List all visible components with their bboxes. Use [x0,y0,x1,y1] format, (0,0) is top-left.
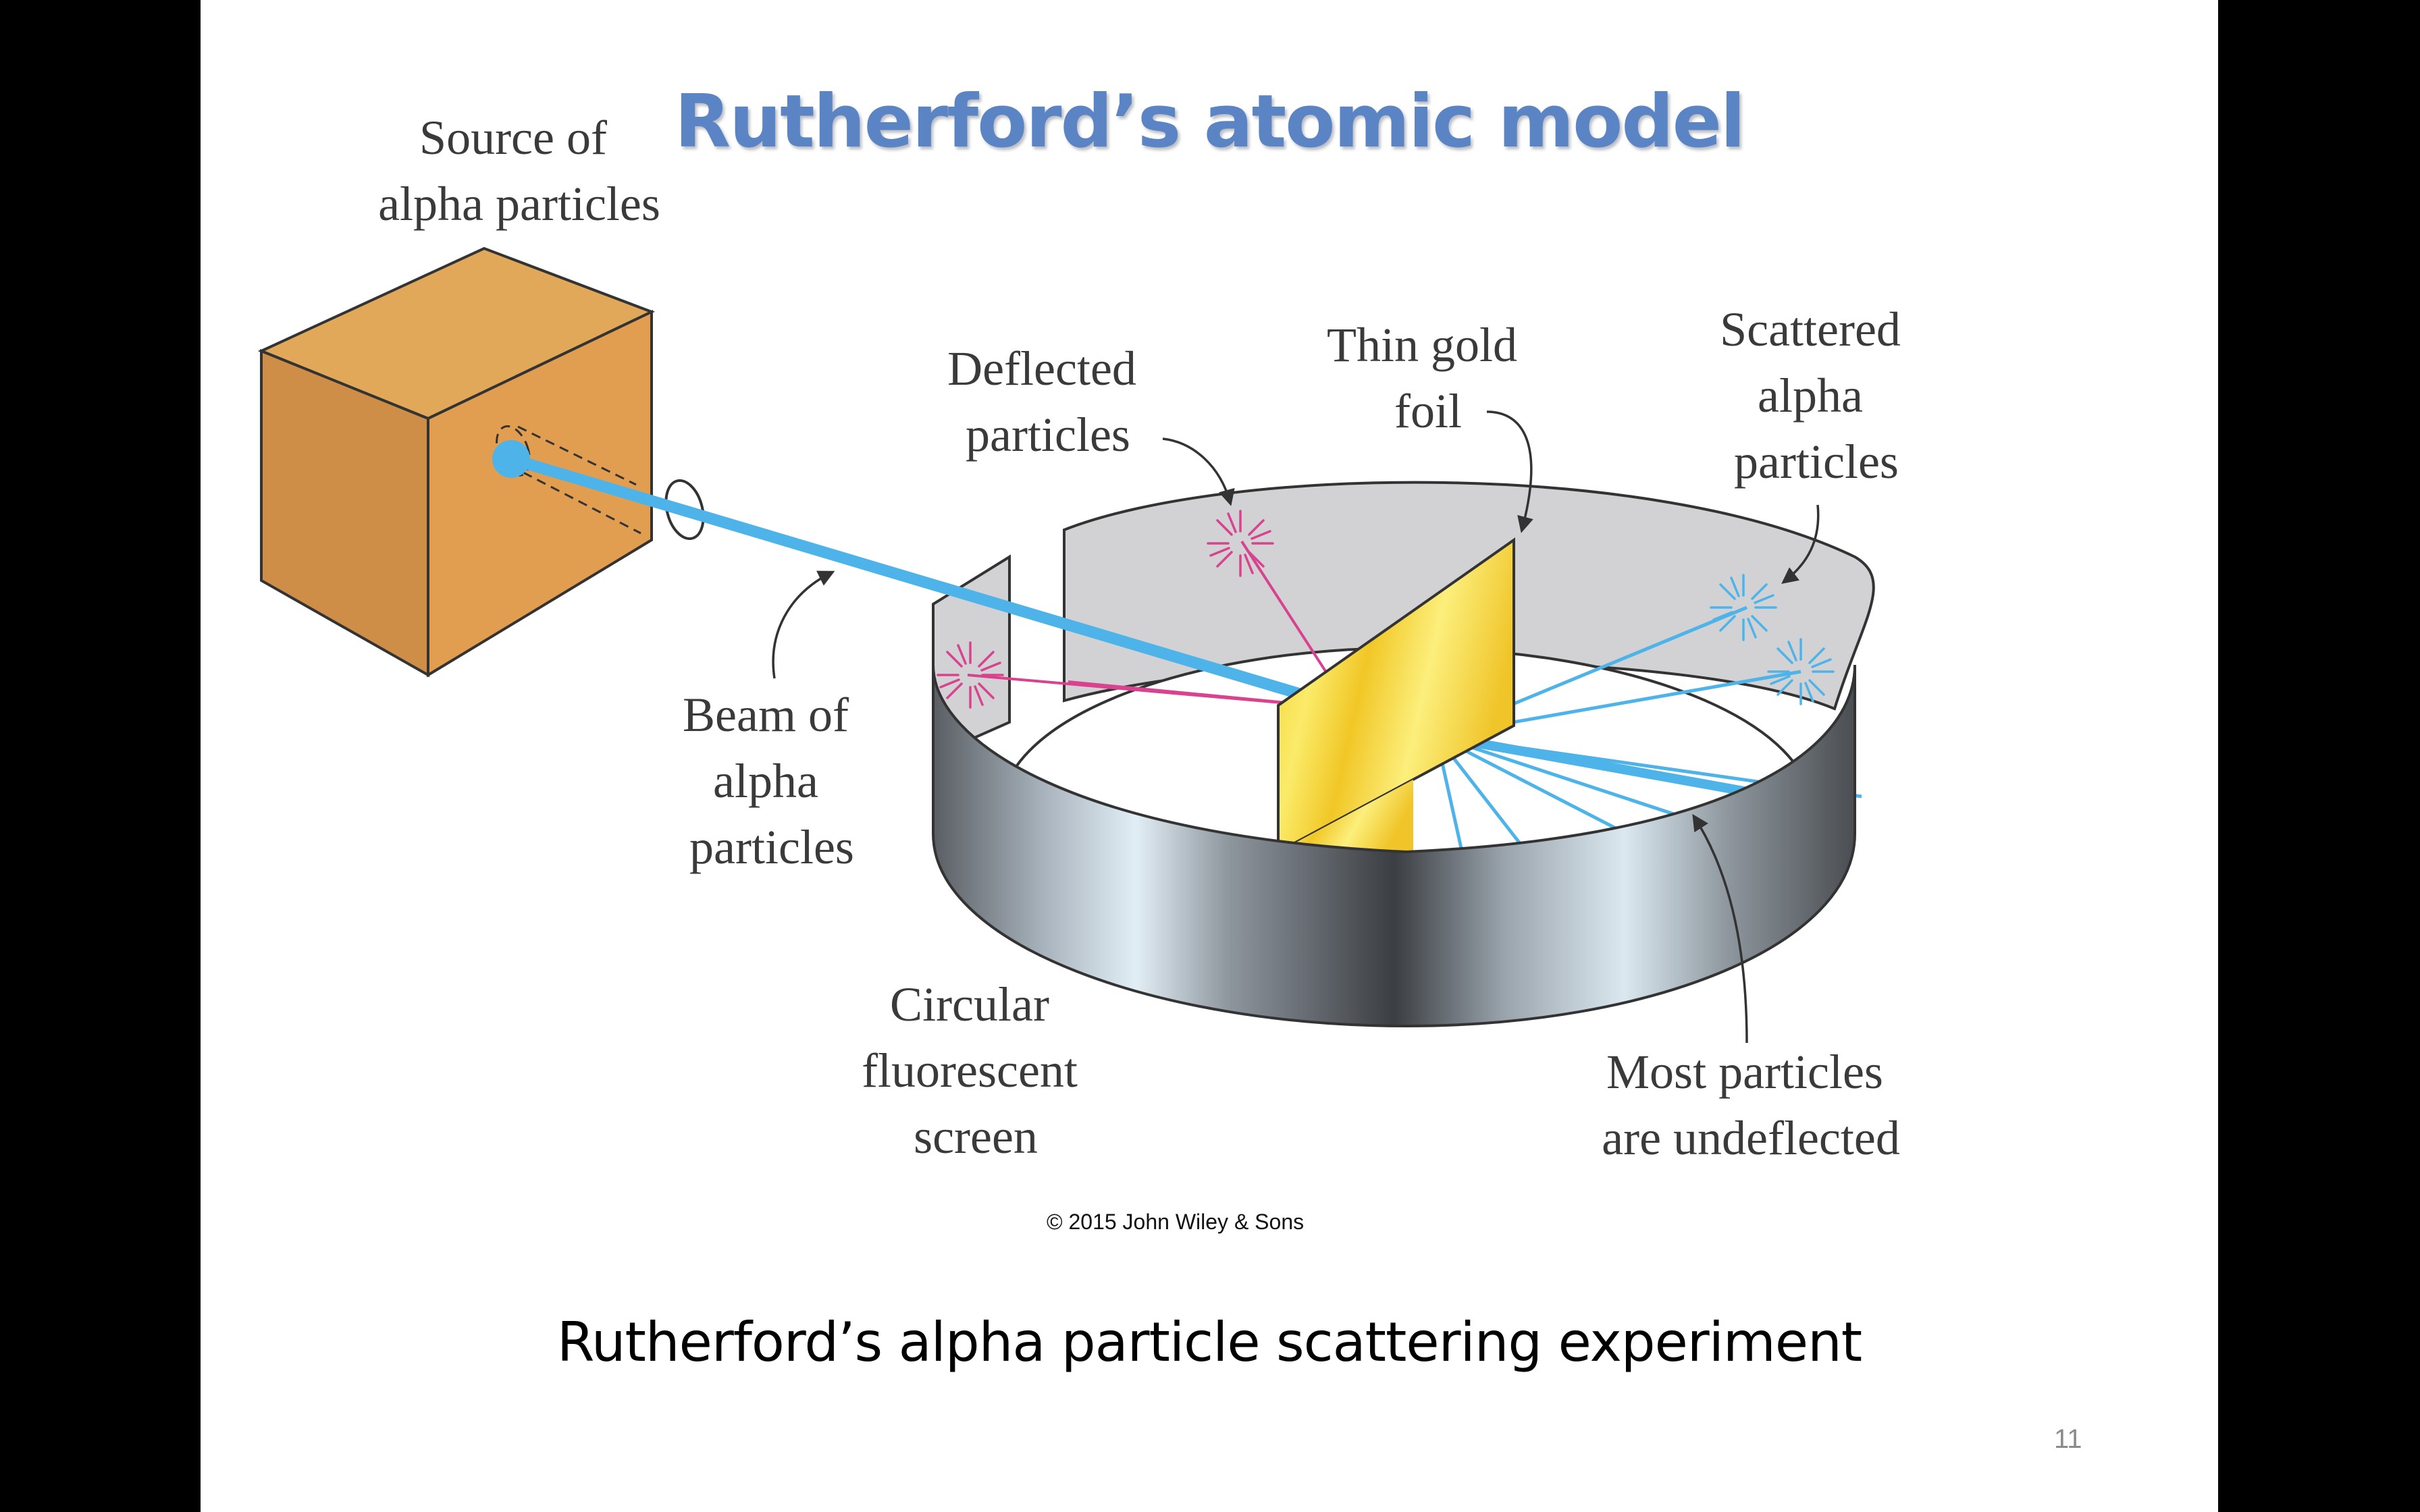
pink-flash-icon [1207,510,1274,577]
blue-flash-icon [1710,574,1777,641]
label-beam: Beam of alpha particles [683,688,861,874]
beam-leader-arrow [772,570,835,679]
label-source: Source of alpha particles [378,111,660,231]
deflected-leader-arrow [1162,437,1235,506]
slide: Source of alpha particles Deflected part… [201,0,2218,1512]
gold-foil-lower [1278,780,1413,852]
slide-title: Rutherford’s atomic model [675,80,1745,164]
rutherford-experiment-diagram: Source of alpha particles Deflected part… [257,111,1913,1165]
slide-caption: Rutherford’s alpha particle scattering e… [556,1311,1862,1374]
label-foil: Thin gold foil [1327,318,1529,438]
label-undeflected: Most particles are undeflected [1602,1045,1900,1165]
slide-number: 11 [2054,1424,2082,1454]
diagram-labels: Source of alpha particles Deflected part… [378,111,1913,1165]
leader-arrows [772,410,1820,1044]
label-deflected: Deflected particles [947,342,1149,462]
undeflected-leader-arrow [1692,813,1748,1044]
alpha-source-box [257,246,705,678]
scattered-leader-arrow [1781,504,1820,584]
label-screen: Circular fluorescent screen [862,977,1090,1164]
copyright-notice: © 2015 John Wiley & Sons [1047,1210,1305,1234]
flash-marks [937,510,1835,709]
blue-flash-icon [1767,638,1835,705]
circular-screen-front [932,664,1856,1028]
alpha-beam [492,440,1356,715]
pink-flash-icon [937,641,1004,709]
gold-foil [1277,537,1515,855]
foil-leader-arrow [1486,410,1533,533]
label-scattered: Scattered alpha particles [1720,302,1913,489]
